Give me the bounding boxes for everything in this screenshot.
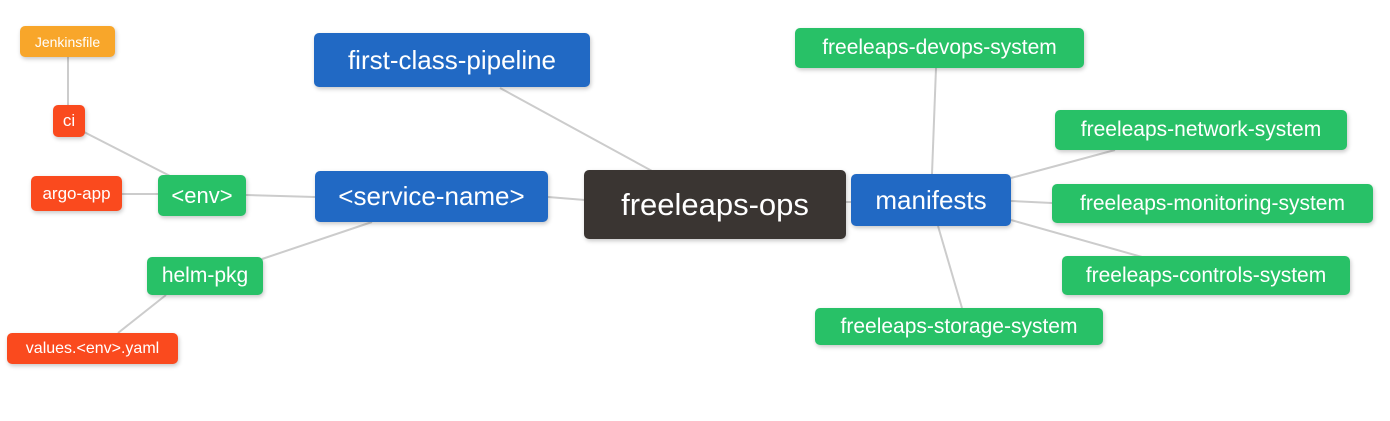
node-freeleaps-network-system[interactable]: freeleaps-network-system [1055, 110, 1347, 150]
edge-service-name-root [547, 196, 586, 201]
node-service-name[interactable]: <service-name> [315, 171, 548, 222]
edge-manifests-monitoring [1010, 200, 1053, 204]
node-helm-pkg[interactable]: helm-pkg [147, 257, 263, 295]
node-freeleaps-monitoring-system[interactable]: freeleaps-monitoring-system [1052, 184, 1373, 223]
edge-manifests-controls [1010, 219, 1143, 258]
node-freeleaps-storage-system[interactable]: freeleaps-storage-system [815, 308, 1103, 345]
edge-service-name-helm-pkg [261, 221, 373, 260]
edge-manifests-storage [937, 225, 963, 309]
node-freeleaps-ops[interactable]: freeleaps-ops [584, 170, 846, 239]
node-manifests[interactable]: manifests [851, 174, 1011, 226]
edge-manifests-network [1010, 149, 1116, 179]
node-env[interactable]: <env> [158, 175, 246, 216]
edge-ci-env [83, 131, 173, 178]
edge-first-class-pipeline-root [499, 87, 653, 172]
node-freeleaps-devops-system[interactable]: freeleaps-devops-system [795, 28, 1084, 68]
node-jenkinsfile[interactable]: Jenkinsfile [20, 26, 115, 57]
node-values-env-yaml[interactable]: values.<env>.yaml [7, 333, 178, 364]
node-freeleaps-controls-system[interactable]: freeleaps-controls-system [1062, 256, 1350, 295]
edge-helm-pkg-values [117, 294, 167, 334]
edge-manifests-devops [931, 67, 937, 175]
node-argo-app[interactable]: argo-app [31, 176, 122, 211]
node-ci[interactable]: ci [53, 105, 85, 137]
edge-env-service-name [245, 194, 316, 198]
node-first-class-pipeline[interactable]: first-class-pipeline [314, 33, 590, 87]
